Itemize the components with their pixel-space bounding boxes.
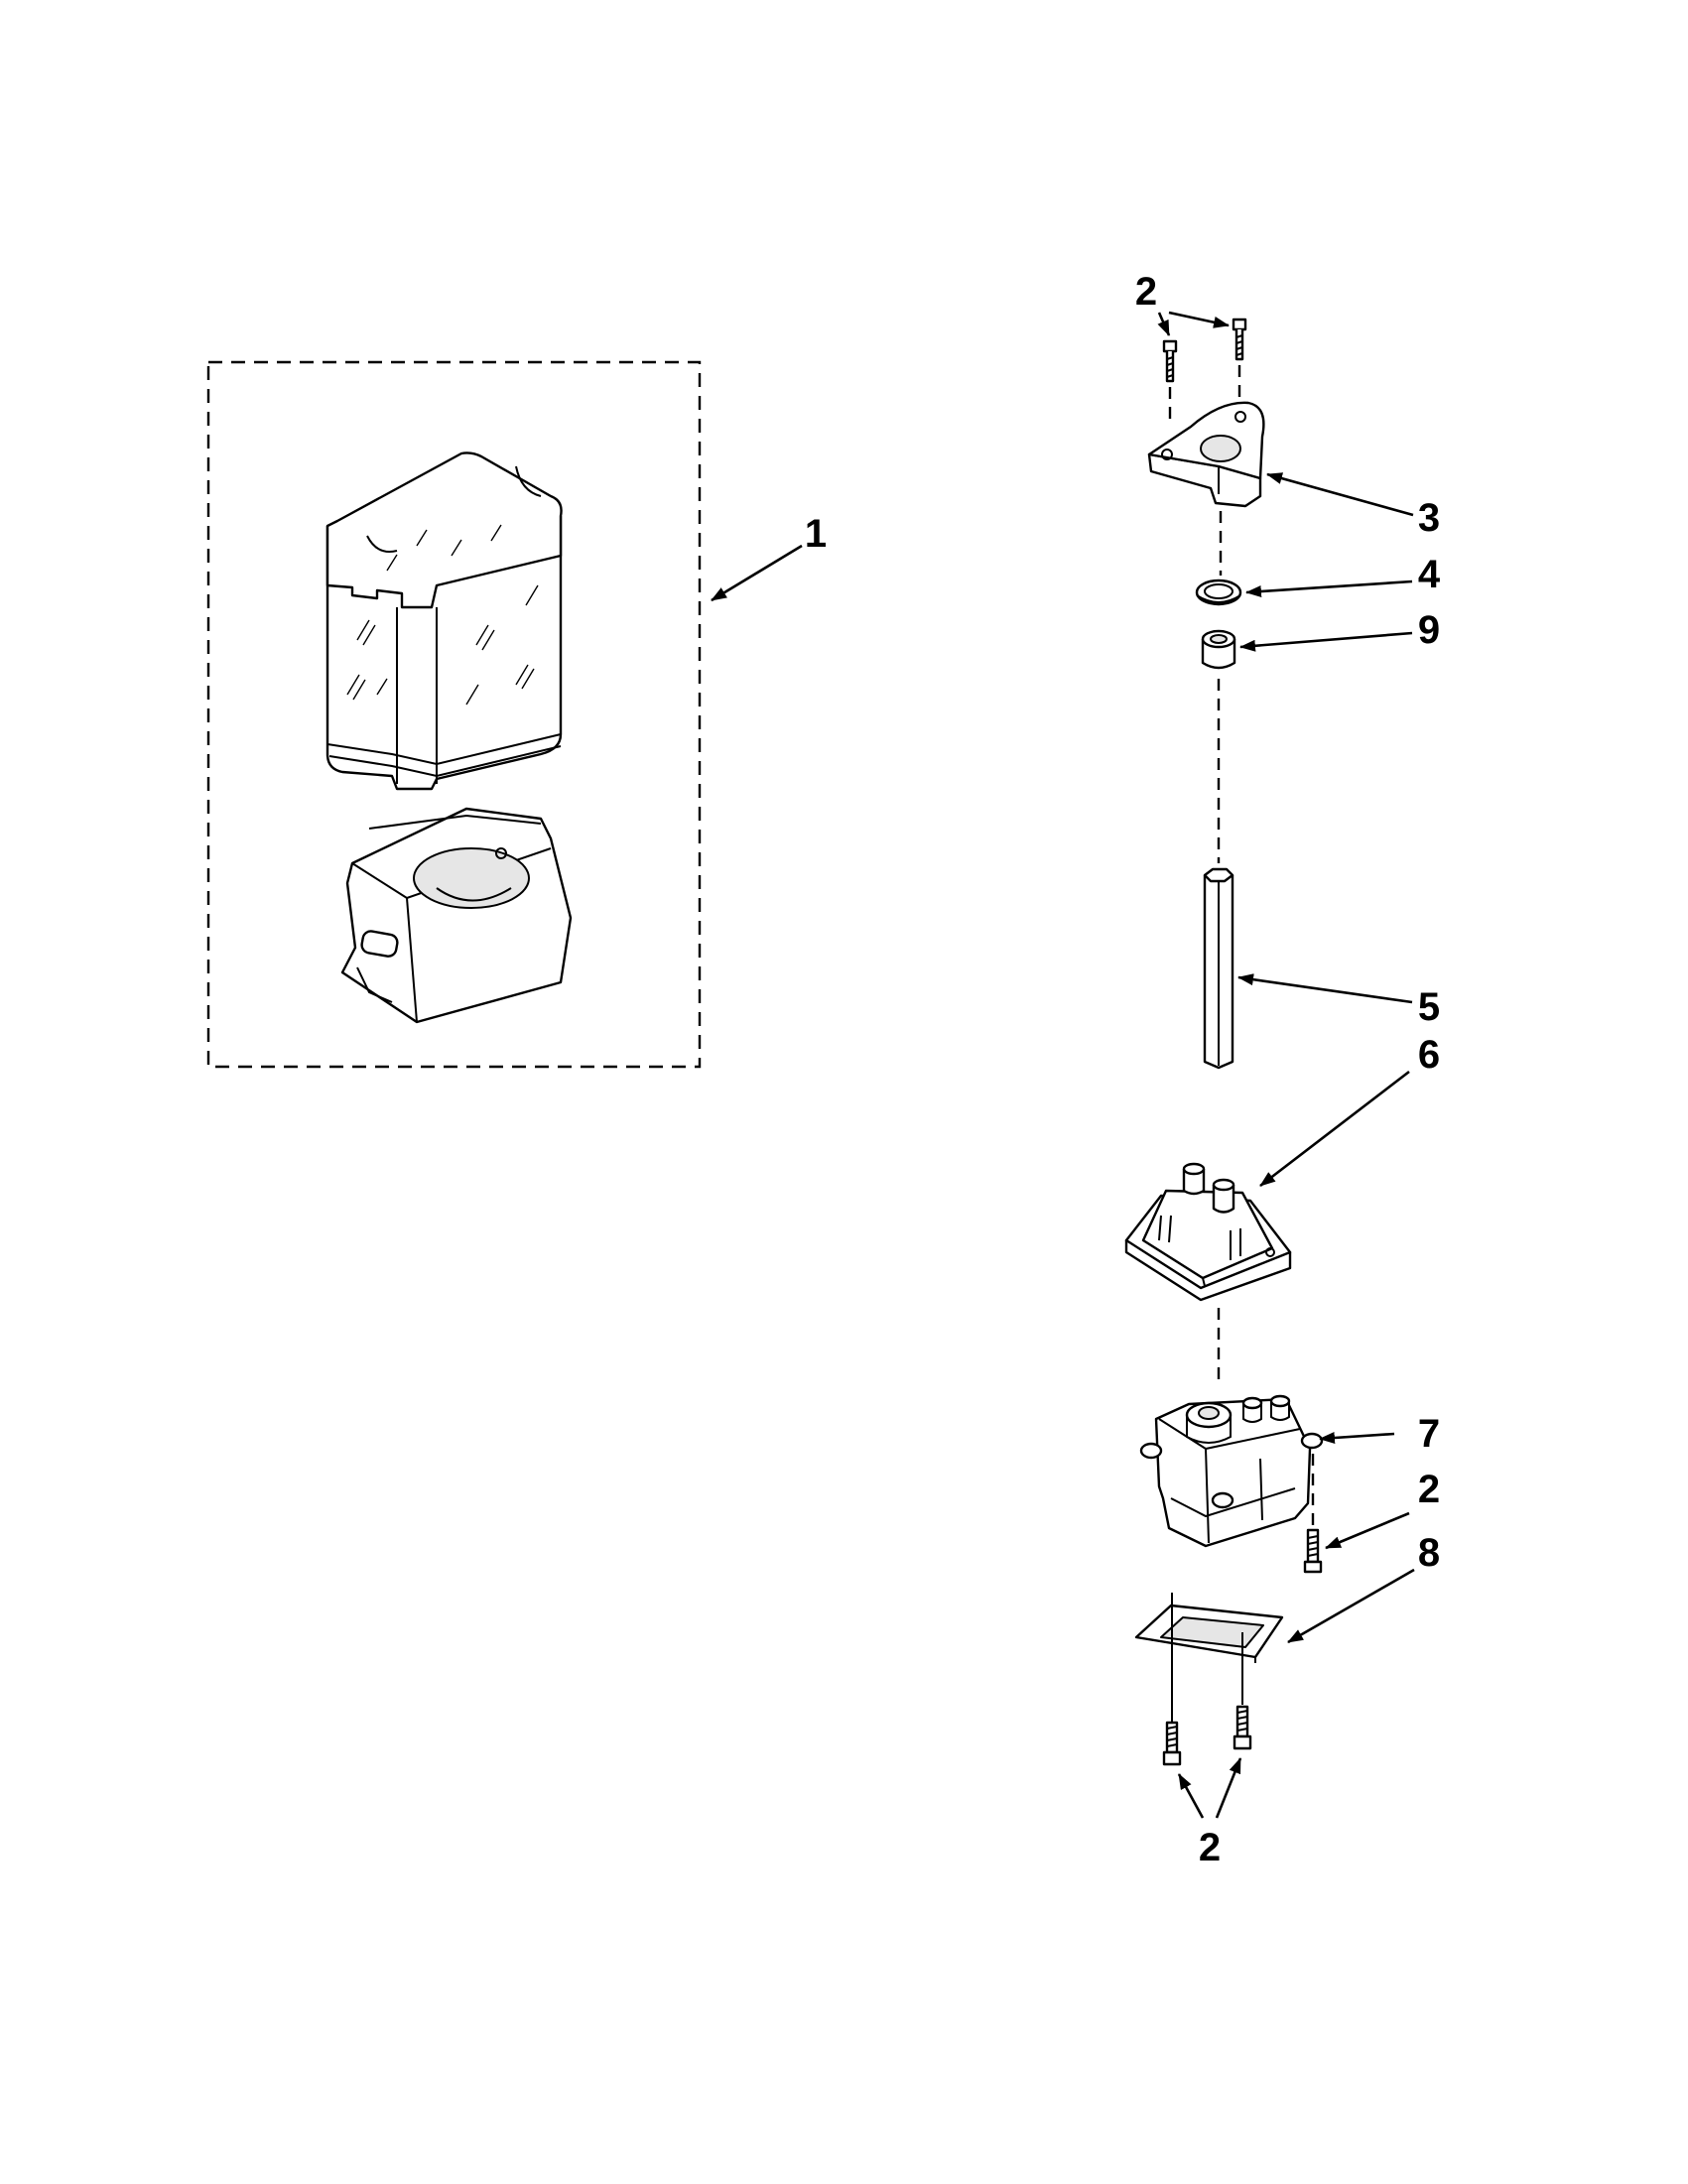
leader-screw-top-a	[1157, 312, 1171, 336]
auger-motor: 7	[1139, 1394, 1440, 1548]
leader-washer	[1245, 579, 1413, 598]
callout-bracket: 3	[1418, 496, 1440, 540]
screw-icon	[1162, 339, 1178, 383]
callout-screw-motor: 2	[1418, 1468, 1440, 1511]
callout-bushing: 9	[1418, 608, 1440, 652]
callout-gasket: 8	[1418, 1531, 1440, 1575]
washer: 4	[1195, 553, 1441, 606]
kit-dashed-box	[206, 360, 702, 1069]
leader-screw-bottom-b	[1215, 1757, 1242, 1819]
leader-shaft	[1237, 973, 1413, 1004]
shaft: 5	[1203, 867, 1440, 1070]
callout-shaft: 5	[1418, 985, 1440, 1029]
bushing: 9	[1201, 608, 1440, 670]
motor-screw: 2	[1303, 1454, 1440, 1574]
screw-icon	[1162, 1721, 1182, 1766]
bracket-hole	[1200, 435, 1241, 462]
leader-screw-motor	[1325, 1511, 1410, 1550]
motor-mount-ear	[1211, 1491, 1234, 1509]
leader-screw-bottom-a	[1177, 1773, 1205, 1819]
motor-cover: 6	[1124, 1033, 1440, 1302]
bin-gloss-marks	[346, 524, 539, 706]
kit-group: 1	[206, 360, 827, 1069]
base-slot	[360, 930, 399, 958]
screw-icon	[1232, 318, 1247, 361]
screw-icon	[1233, 1705, 1252, 1750]
motor-post	[1241, 1396, 1263, 1423]
motor-gear	[1185, 1401, 1233, 1444]
callout-motor: 7	[1418, 1412, 1440, 1456]
callout-screw-top: 2	[1135, 270, 1157, 314]
leader-screw-top-b	[1168, 311, 1230, 328]
bottom-screws: 2	[1162, 1593, 1252, 1869]
leader-cover	[1259, 1070, 1410, 1188]
callout-cover: 6	[1418, 1033, 1440, 1077]
base-opening	[413, 847, 530, 909]
leader-bushing	[1239, 631, 1413, 652]
leader-motor	[1319, 1432, 1395, 1444]
top-screws: 2	[1135, 270, 1247, 427]
motor-mount-ear	[1139, 1442, 1163, 1460]
screw-icon	[1303, 1528, 1323, 1574]
motor-post	[1269, 1394, 1291, 1421]
cover-post	[1212, 1178, 1235, 1214]
callout-kit: 1	[805, 512, 827, 556]
bin-base	[340, 807, 573, 1024]
ice-bin	[325, 451, 563, 791]
leader-gasket	[1287, 1568, 1415, 1644]
gasket: 8	[1134, 1531, 1440, 1663]
leader-bracket	[1266, 472, 1414, 517]
motor-mount-ear	[1300, 1432, 1324, 1450]
leader-kit	[711, 544, 803, 602]
cover-post	[1182, 1162, 1206, 1196]
callout-washer: 4	[1418, 553, 1441, 596]
callout-screw-bottom: 2	[1199, 1826, 1221, 1869]
bracket: 3	[1147, 401, 1440, 540]
